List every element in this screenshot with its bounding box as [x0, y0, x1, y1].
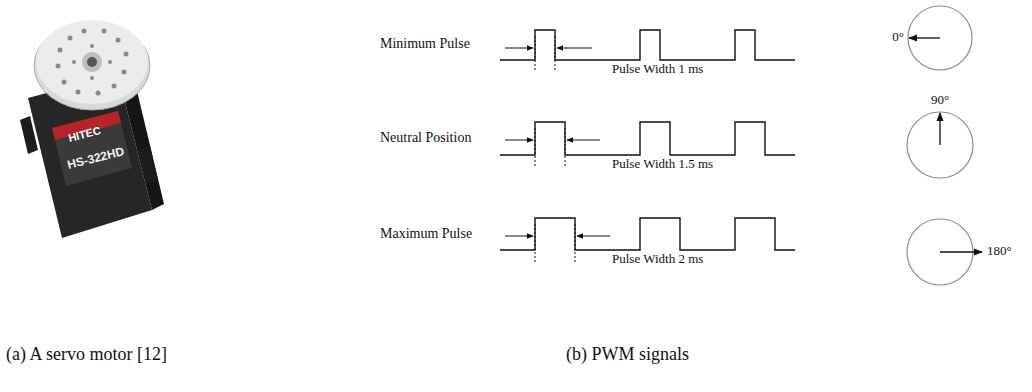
model-text: HS-322HD: [66, 145, 126, 172]
signal-name: Neutral Position: [380, 130, 471, 146]
width-label: Pulse Width 1 ms: [612, 62, 703, 77]
signal-name: Maximum Pulse: [380, 226, 472, 242]
angle-label: 180°: [987, 244, 1012, 259]
width-label: Pulse Width 2 ms: [612, 252, 703, 267]
brand-text: HITEC: [66, 124, 101, 144]
width-arrow: [505, 48, 610, 236]
dotted-marker: [535, 36, 575, 262]
angle-label: 90°: [931, 93, 949, 108]
dial-pointer: [909, 38, 982, 252]
sub-caption: (b) PWM signals: [566, 344, 689, 365]
position-dial: [907, 6, 973, 285]
angle-label: 0°: [892, 30, 904, 45]
pwm-waveform: [500, 30, 795, 250]
width-label: Pulse Width 1.5 ms: [612, 157, 713, 172]
servo-motor: [20, 20, 164, 238]
signal-name: Minimum Pulse: [380, 36, 470, 52]
sub-caption: (a) A servo motor [12]: [6, 344, 167, 365]
